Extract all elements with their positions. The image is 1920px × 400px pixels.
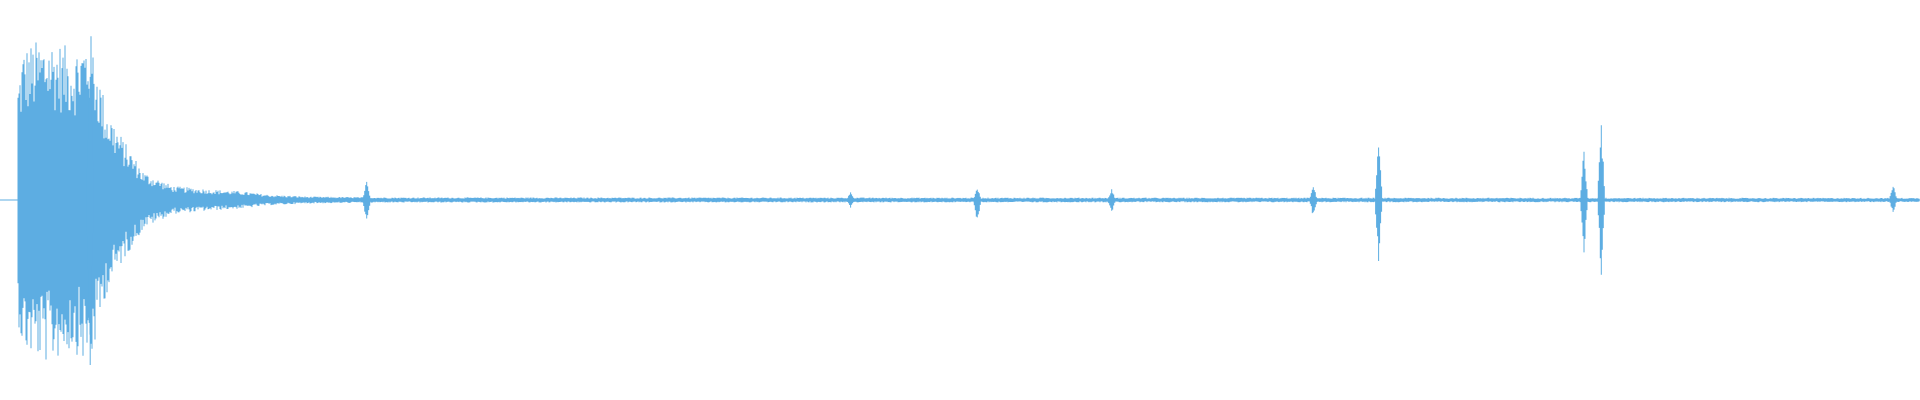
waveform-spike [86, 76, 94, 365]
waveform-spike-path [1375, 147, 1383, 261]
waveform-spike [1889, 186, 1897, 212]
waveform-spike-path [1889, 186, 1897, 212]
waveform-spike [1580, 151, 1588, 253]
waveform-spike-path [847, 192, 855, 208]
waveform-spike-path [973, 189, 981, 218]
waveform-spike-path [1108, 189, 1116, 211]
waveform-spike [1375, 147, 1383, 261]
waveform-spike [1309, 187, 1317, 214]
waveform-series [0, 36, 1920, 365]
waveform-spike-path [1309, 187, 1317, 214]
waveform-spike-path [363, 181, 371, 219]
waveform-spike-path [86, 76, 94, 365]
waveform-body [17, 36, 1920, 360]
waveform-spike [363, 181, 371, 219]
waveform-spike-path [1597, 125, 1605, 275]
waveform-spike [1597, 125, 1605, 275]
waveform-spike [973, 189, 981, 218]
waveform-spike [1108, 189, 1116, 211]
waveform-spike-path [1580, 151, 1588, 253]
waveform-spike [847, 192, 855, 208]
